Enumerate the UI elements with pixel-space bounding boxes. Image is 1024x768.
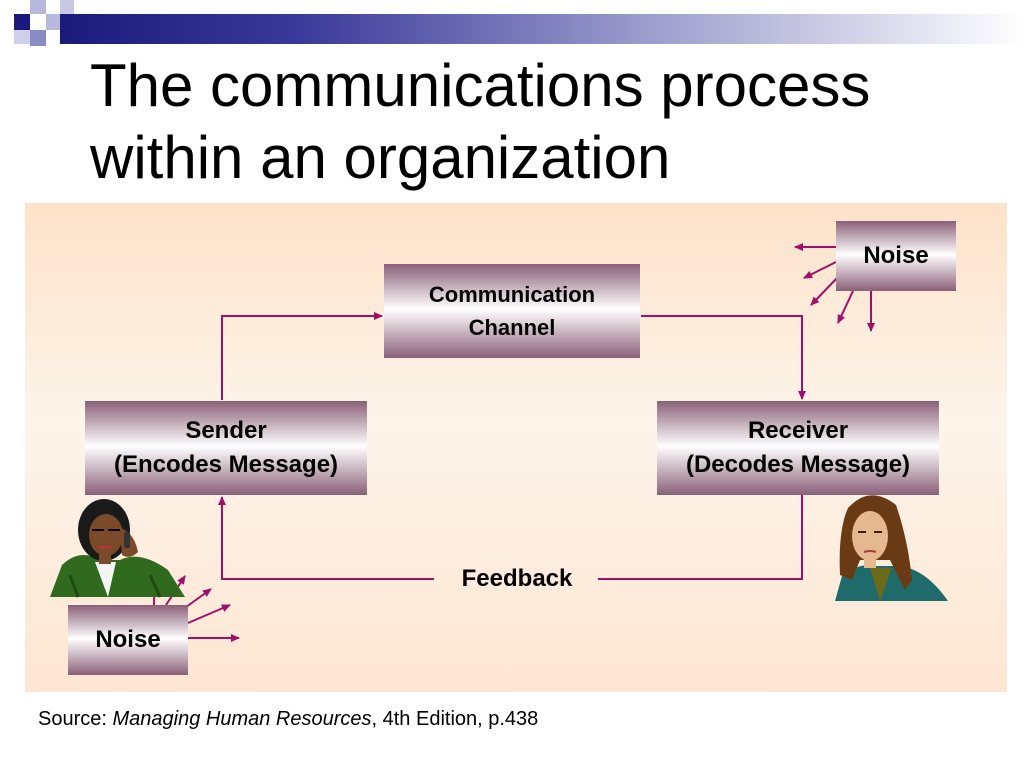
source-citation: Source: Managing Human Resources, 4th Ed…	[38, 708, 538, 731]
noise-box-bottom: Noise	[68, 605, 188, 675]
communication-channel-box: Communication Channel	[384, 264, 640, 358]
channel-label-line1: Communication	[428, 282, 596, 307]
source-suffix: , 4th Edition, p.438	[371, 708, 539, 730]
slide-title: The communications process within an org…	[90, 50, 990, 194]
noise-label-top: Noise	[863, 242, 929, 269]
noise-label-bottom: Noise	[95, 626, 161, 653]
channel-label-line2: Channel	[468, 315, 556, 340]
header-bar	[60, 14, 1024, 44]
woman-on-phone-icon	[50, 499, 185, 598]
receiver-box: Receiver (Decodes Message)	[657, 401, 939, 495]
feedback-line-right	[598, 495, 803, 580]
sender-label-line2: (Encodes Message)	[113, 451, 339, 478]
source-prefix: Source:	[38, 708, 113, 730]
receiver-label-line2: (Decodes Message)	[685, 451, 911, 478]
channel-to-receiver-arrow	[641, 315, 806, 400]
feedback-label: Feedback	[461, 565, 573, 592]
noise-box-top: Noise	[836, 221, 956, 291]
title-line-1: The communications process	[90, 52, 871, 119]
woman-listening-icon	[835, 495, 948, 601]
receiver-label-line1: Receiver	[747, 417, 849, 444]
title-line-2: within an organization	[90, 124, 671, 191]
feedback-arrow-left	[218, 496, 434, 580]
sender-box: Sender (Encodes Message)	[85, 401, 367, 495]
source-book-title: Managing Human Resources	[112, 708, 372, 730]
sender-label-line1: Sender	[185, 417, 267, 444]
noise-top-arrows	[794, 243, 875, 332]
sender-to-channel-arrow	[221, 312, 383, 400]
